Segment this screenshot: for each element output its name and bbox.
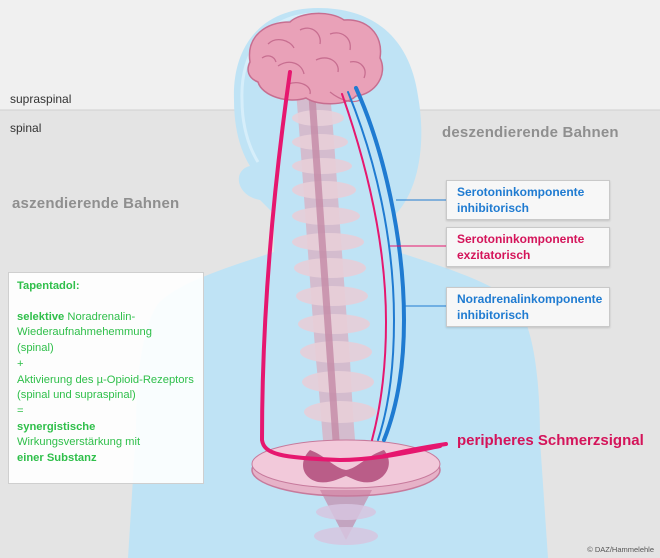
selective-text: Noradrenalin- (64, 310, 136, 323)
supraspinal-label: supraspinal (10, 92, 72, 106)
peripheral-signal-nerve (382, 442, 448, 458)
tapentadol-heading: Tapentadol: (17, 280, 80, 292)
ascending-pathways-title: aszendierende Bahnen (12, 195, 180, 212)
single-substance-text: einer Substanz (17, 452, 97, 465)
body-highlight (240, 12, 319, 163)
pathway-box-line: inhibitorisch (457, 201, 529, 215)
plus-sign: + (17, 357, 24, 370)
spinal-note: (spinal) (17, 342, 54, 355)
reuptake-text: Wiederaufnahmehemmung (17, 326, 152, 339)
spinal-supraspinal-note: (spinal und supraspinal) (17, 389, 136, 402)
peripheral-pain-signal-label: peripheres Schmerzsignal (457, 432, 644, 449)
pathway-box-noradrenaline-inhibitory: Noradrenalinkomponente inhibitorisch (446, 287, 610, 327)
ascending-pathway (259, 70, 442, 463)
equals-sign: = (17, 404, 24, 417)
descending-pathway-serotonin-inhibitory (347, 91, 396, 441)
image-credit: © DAZ/Hammelehle (587, 545, 654, 554)
opioid-activation-text: Aktivierung des µ-Opioid-Rezeptors (17, 373, 194, 386)
pathway-box-serotonin-inhibitory: Serotoninkomponente inhibitorisch (446, 180, 610, 220)
descending-pathway-serotonin-excitatory (341, 93, 388, 441)
pathway-box-line: inhibitorisch (457, 308, 529, 322)
pathway-box-line: Serotoninkomponente (457, 232, 585, 246)
pathway-box-serotonin-excitatory: Serotoninkomponente exzitatorisch (446, 227, 610, 267)
selective-keyword: selektive (17, 310, 65, 323)
descending-pathway-noradrenaline (354, 86, 407, 442)
spinal-label: spinal (10, 121, 42, 135)
pathway-box-line: exzitatorisch (457, 248, 531, 262)
descending-pathways-title: deszendierende Bahnen (442, 124, 619, 141)
synergistic-keyword: synergistische (17, 420, 96, 433)
spinal-column (292, 92, 376, 450)
tapentadol-info-box: Tapentadol: selektive Noradrenalin- Wied… (8, 272, 204, 484)
pathway-box-line: Noradrenalinkomponente (457, 292, 603, 306)
synergy-text: Wirkungsverstärkung mit (17, 436, 141, 449)
brain (247, 12, 384, 105)
pathway-box-line: Serotoninkomponente (457, 185, 585, 199)
